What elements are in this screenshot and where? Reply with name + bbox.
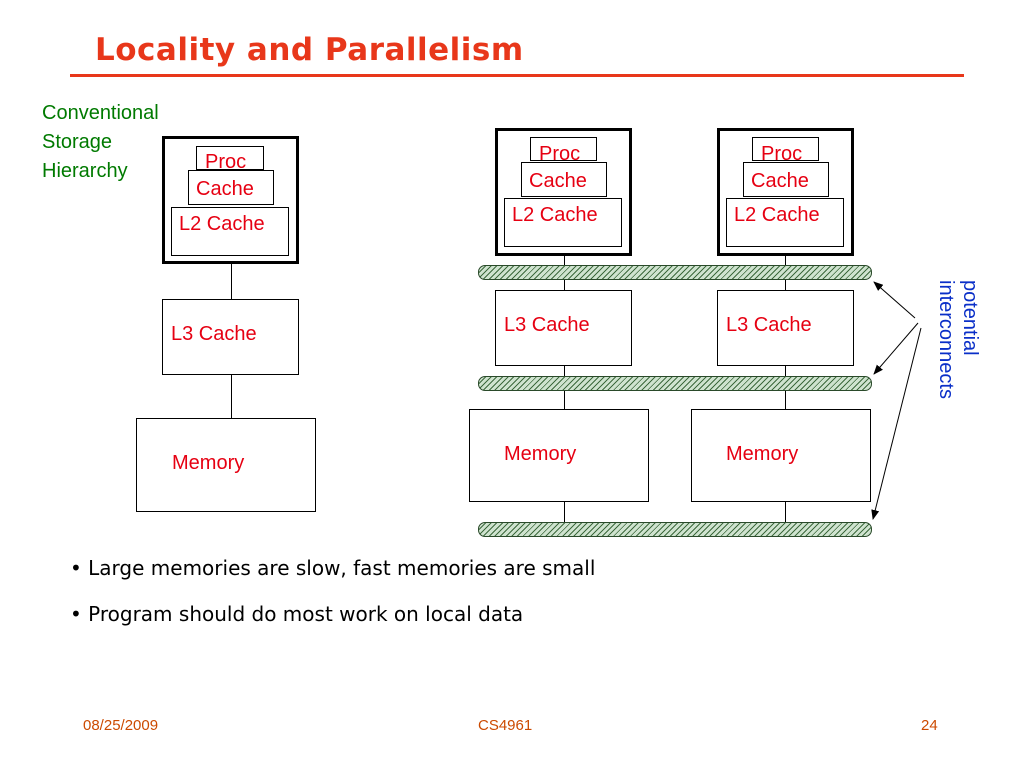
cache-box-2 [743, 162, 829, 197]
proc-box-2 [752, 137, 819, 161]
connector-p1-c [564, 502, 565, 522]
proc-box-1 [530, 137, 597, 161]
l2-cache-box-1 [504, 198, 622, 247]
footer-date: 08/25/2009 [83, 717, 159, 734]
l3-cache-box-left [162, 299, 299, 375]
cache-label-left: Cache [196, 178, 254, 200]
interconnect-bus-2 [478, 376, 872, 391]
connector-left-2 [231, 375, 232, 418]
l3-cache-box-1 [495, 290, 632, 366]
l3-cache-box-2 [717, 290, 854, 366]
arrow-to-bus-2 [873, 322, 919, 375]
memory-box-1 [469, 409, 649, 502]
connector-left-1 [231, 264, 232, 299]
potential-interconnects-label: potential interconnects [935, 280, 981, 399]
footer-course: CS4961 [478, 717, 533, 734]
proc-label-2: Proc [761, 143, 803, 161]
title-underline [70, 74, 964, 77]
l3-cache-label-1: L3 Cache [504, 314, 590, 336]
bullet-item-1: • Large memories are slow, fast memories… [70, 556, 595, 580]
memory-label-2: Memory [726, 443, 799, 465]
l2-cache-label-left: L2 Cache [179, 213, 265, 235]
proc-box-left [196, 146, 264, 170]
cache-box-1 [521, 162, 607, 197]
bullet-item-2: • Program should do most work on local d… [70, 602, 523, 626]
arrow-to-bus-3 [871, 327, 922, 520]
l3-cache-label-2: L3 Cache [726, 314, 812, 336]
conventional-hierarchy-label: Conventional Storage Hierarchy [42, 102, 159, 182]
arrow-to-bus-1 [873, 281, 916, 319]
l2-cache-box-left [171, 207, 289, 256]
interconnect-bus-3 [478, 522, 872, 537]
cache-label-2: Cache [751, 170, 809, 192]
connector-p2-c [785, 502, 786, 522]
bullet-text: Large memories are slow, fast memories a… [88, 556, 596, 580]
footer-page-number: 24 [921, 717, 938, 734]
bullet-marker: • [70, 556, 89, 580]
l2-cache-box-2 [726, 198, 844, 247]
l3-cache-label-left: L3 Cache [171, 323, 257, 345]
cache-label-1: Cache [529, 170, 587, 192]
interconnect-bus-1 [478, 265, 872, 280]
memory-label-left: Memory [172, 452, 245, 474]
bullet-marker: • [70, 602, 89, 626]
proc-label-left: Proc [205, 151, 247, 169]
l2-cache-label-2: L2 Cache [734, 204, 820, 226]
memory-box-left [136, 418, 316, 512]
cache-box-left [188, 170, 274, 205]
memory-box-2 [691, 409, 871, 502]
memory-label-1: Memory [504, 443, 577, 465]
slide-title: Locality and Parallelism [95, 32, 524, 68]
proc-label-1: Proc [539, 143, 581, 161]
l2-cache-label-1: L2 Cache [512, 204, 598, 226]
bullet-text: Program should do most work on local dat… [88, 602, 524, 626]
